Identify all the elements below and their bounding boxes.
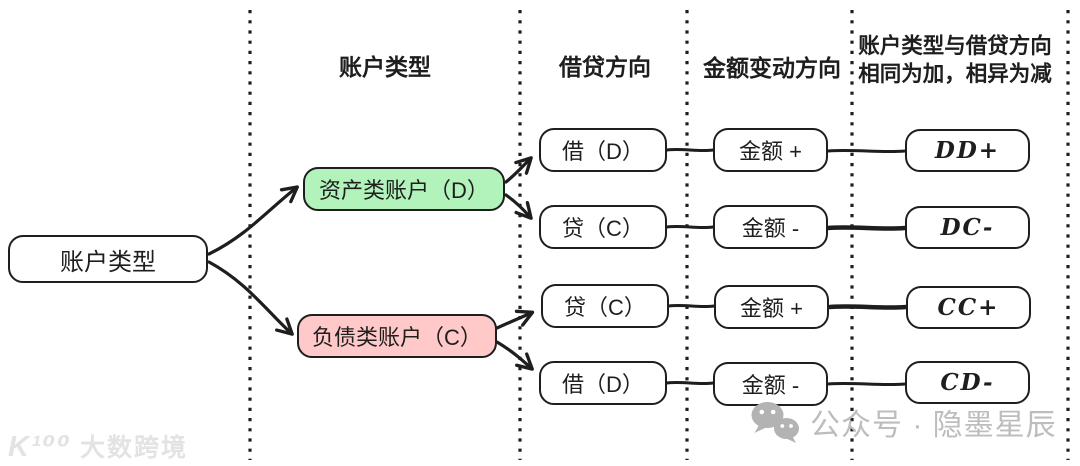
branch-arrows [207,156,535,371]
node-amount-row3: 金额 + [714,285,829,329]
node-label: CC+ [937,294,1000,321]
node-root-account-type: 账户类型 [8,235,208,283]
node-label: DD+ [934,137,1001,164]
node-result-row4: CD- [905,361,1030,404]
header-rule: 账户类型与借贷方向 相同为加，相异为减 [853,33,1057,88]
node-direction-row3: 贷（C） [541,284,669,328]
node-label: 金额 - [741,373,800,398]
watermark-official-account: 公众号 · 隐墨星辰 [750,400,1057,444]
node-result-row2: DC- [905,206,1030,249]
node-direction-row2: 贷（C） [539,205,667,249]
watermark-right-text: 公众号 · 隐墨星辰 [810,409,1057,442]
header-rule-line2: 相同为加，相异为减 [858,61,1052,86]
node-label: CD- [940,369,995,396]
node-result-row1: DD+ [905,129,1030,172]
node-amount-row2: 金额 - [713,205,828,249]
header-amount-change: 金额变动方向 [703,55,841,81]
node-asset-account: 资产类账户（D） [303,167,505,211]
header-rule-line1: 账户类型与借贷方向 [858,34,1052,58]
node-label: 借（D） [562,139,644,164]
wechat-icon [751,402,799,443]
node-label: 金额 - [741,216,800,241]
node-label: 资产类账户（D） [319,178,489,203]
node-amount-row1: 金额 + [713,128,828,172]
node-label: 金额 + [740,296,803,321]
row-connectors [665,147,909,387]
node-liability-account: 负债类账户（C） [297,314,497,358]
node-label: 贷（C） [564,295,646,320]
node-label: 负债类账户（C） [312,325,482,350]
header-debit-credit: 借贷方向 [559,54,651,80]
header-account-type: 账户类型 [339,54,431,80]
watermark-left-text: 大数跨境 [80,434,189,462]
node-label: 金额 + [739,139,802,164]
node-label: 借（D） [562,372,644,397]
node-label: DC- [940,214,995,241]
node-result-row3: CC+ [906,286,1031,329]
k100-logo-icon: K¹⁰⁰ [8,430,73,463]
dotted-separator-lines [248,10,1070,460]
watermark-dashu-kuajing: K¹⁰⁰ 大数跨境 [8,428,188,464]
node-label: 贷（C） [562,216,644,241]
node-direction-row4: 借（D） [539,361,667,405]
node-direction-row1: 借（D） [539,128,667,172]
node-amount-row4: 金额 - [713,362,828,406]
node-label: 账户类型 [60,248,156,276]
